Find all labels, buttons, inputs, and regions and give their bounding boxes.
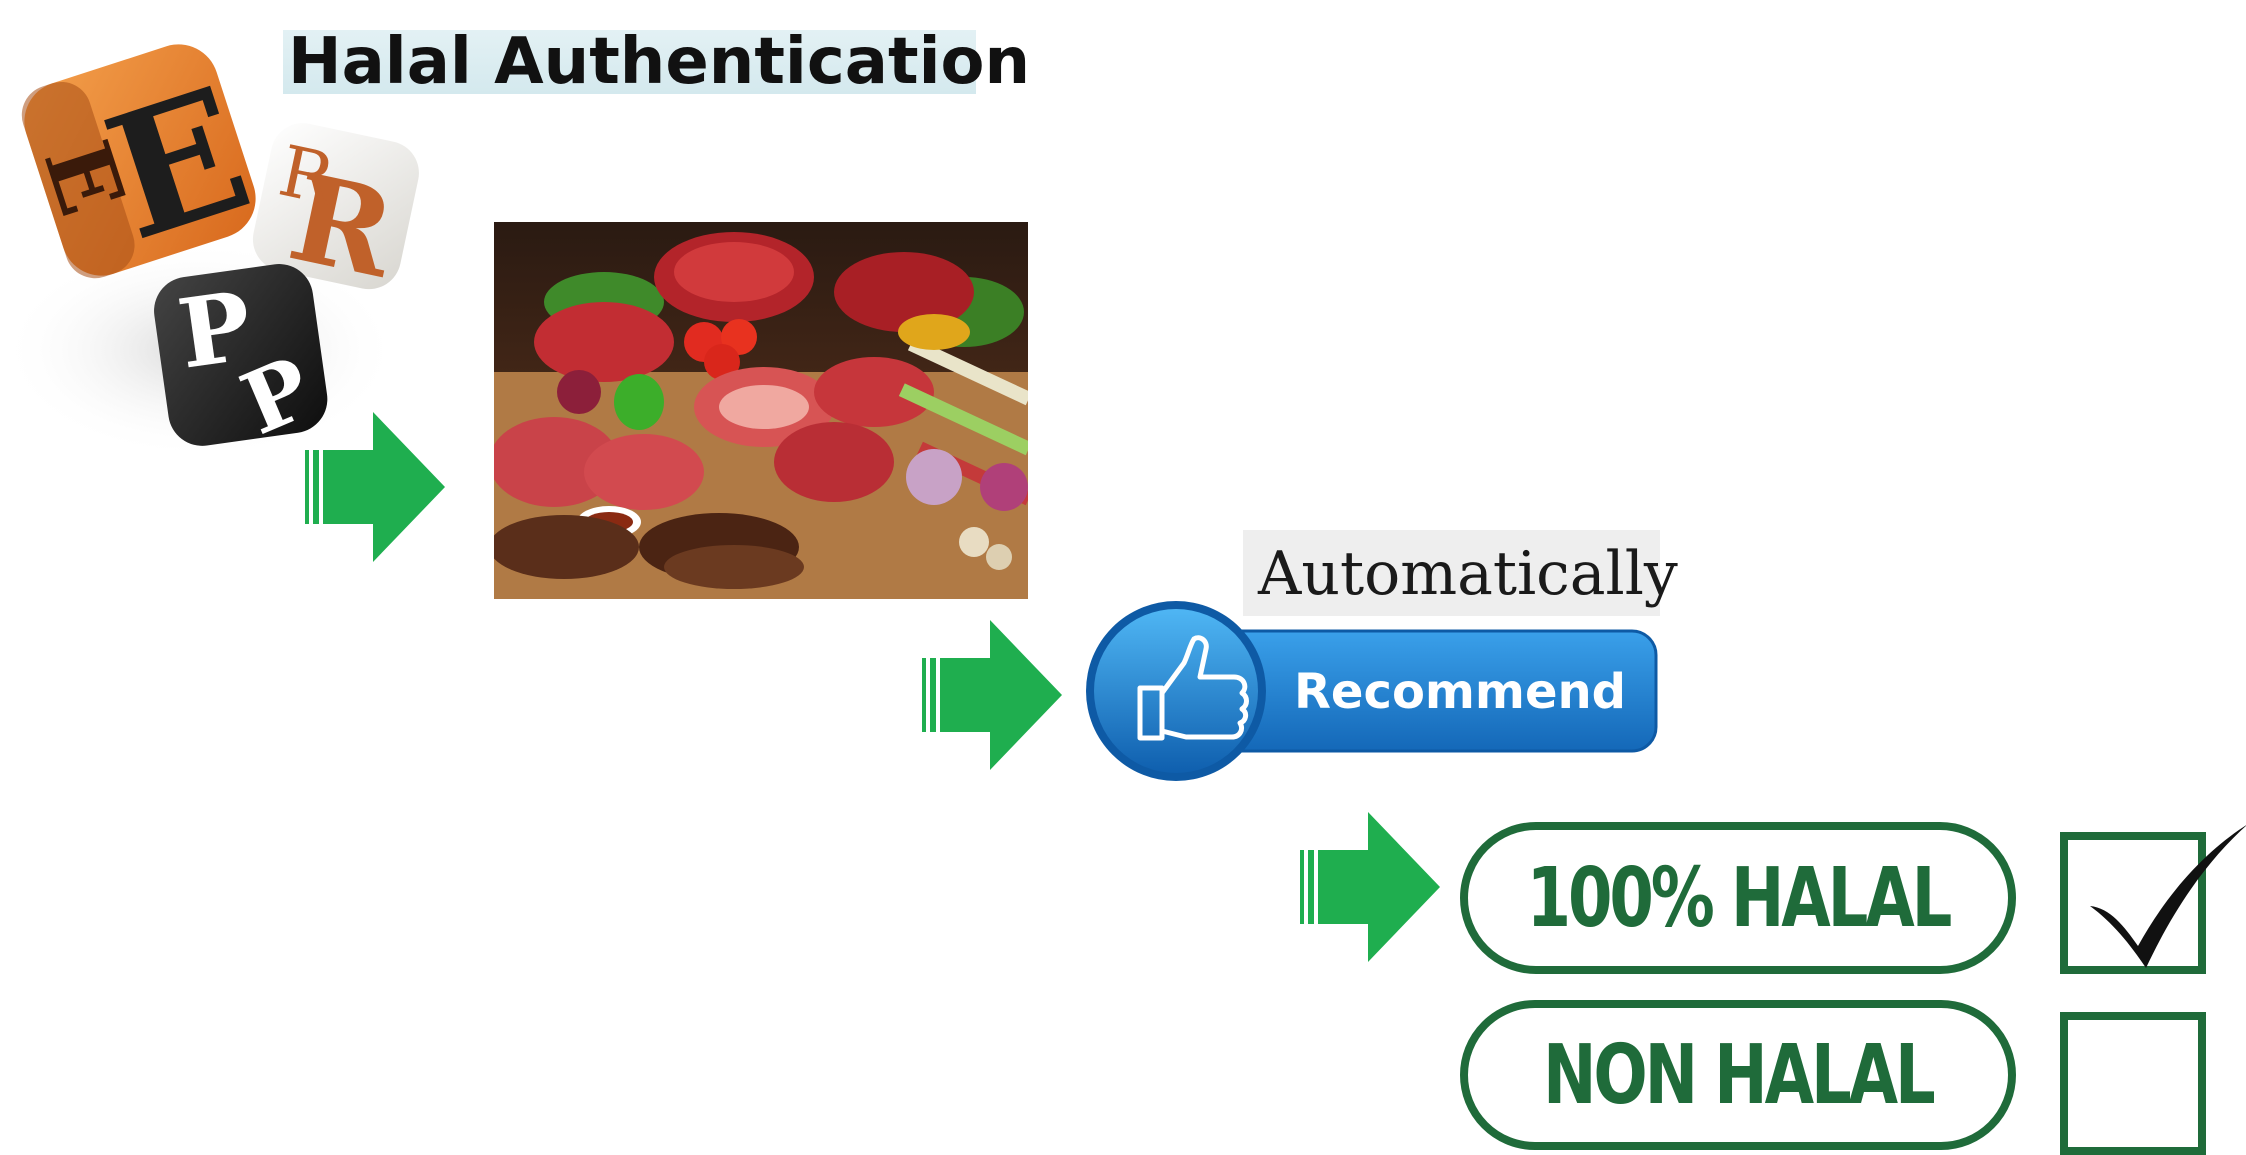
erp-dice-image: E E R R P P [0,44,419,460]
recommend-button[interactable] [1078,598,1662,784]
automatically-highlight [1243,530,1660,616]
flow-arrow-icon [1300,812,1440,962]
halal-checkbox[interactable] [2060,832,2206,974]
automatically-label: Automatically [1258,539,1678,609]
non-halal-option-badge: NON HALAL [1460,1000,2016,1150]
halal-option-badge: 100% HALAL [1460,822,2016,974]
checkmark-icon [2090,825,2246,968]
svg-text:P: P [172,271,258,391]
title-highlight [283,30,976,94]
non-halal-checkbox[interactable] [2060,1012,2206,1155]
flow-arrow-icon [922,620,1062,770]
halal-label: 100% HALAL [1526,850,1953,946]
recommend-label: Recommend [1293,664,1627,720]
thumbs-up-icon [1137,635,1249,741]
meat-platter-photo [494,222,1028,599]
non-halal-label: NON HALAL [1543,1027,1936,1123]
page-title: Halal Authentication [288,25,1031,99]
flow-arrow-icon [305,412,445,562]
